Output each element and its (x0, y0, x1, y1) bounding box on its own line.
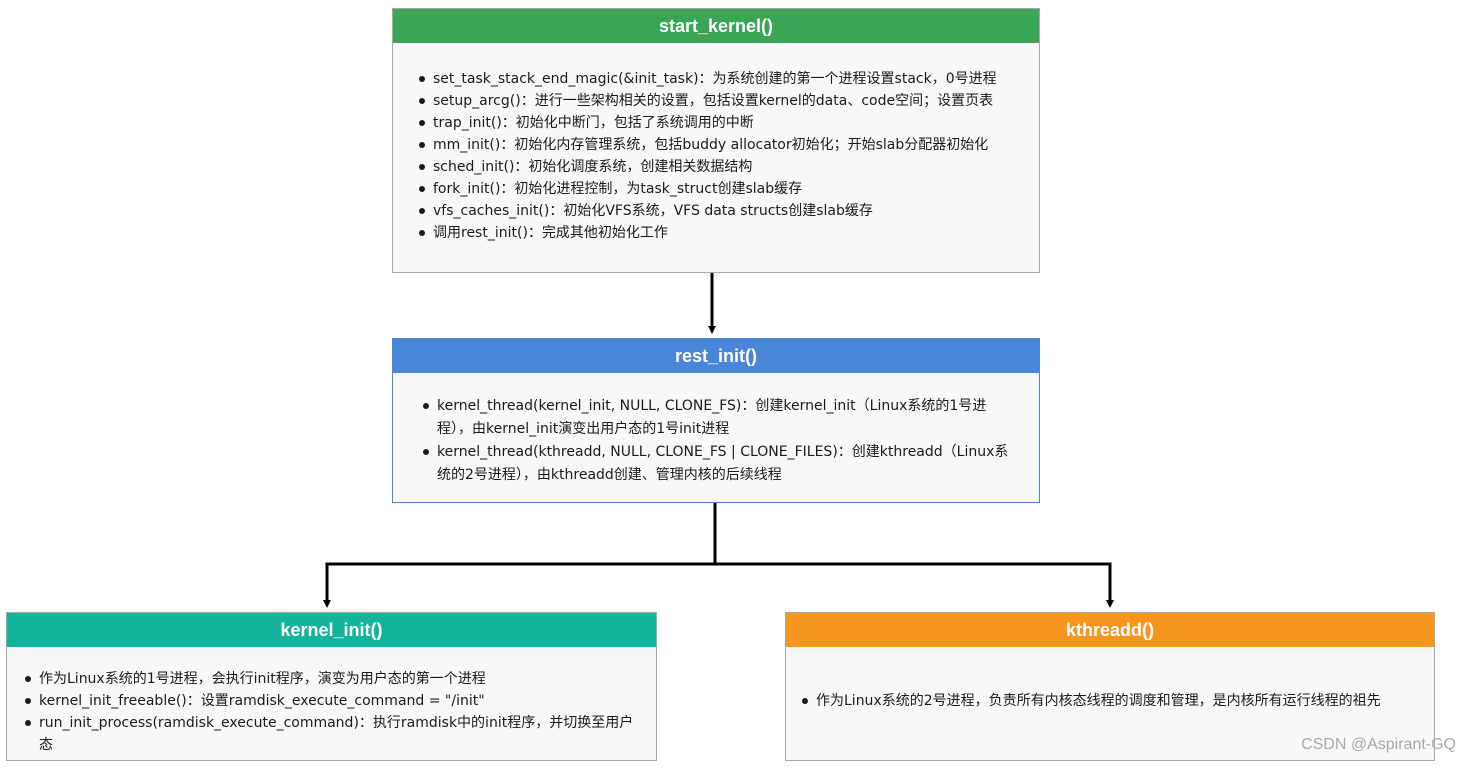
bullet-icon (419, 186, 425, 192)
list-item: 作为Linux系统的2号进程，负责所有内核态线程的调度和管理，是内核所有运行线程… (802, 690, 1420, 712)
kernel-init-list: 作为Linux系统的1号进程，会执行init程序，演变为用户态的第一个进程 ke… (25, 668, 642, 756)
kthreadd-list: 作为Linux系统的2号进程，负责所有内核态线程的调度和管理，是内核所有运行线程… (802, 690, 1420, 712)
list-item: mm_init()：初始化内存管理系统，包括buddy allocator初始化… (419, 134, 1025, 156)
start-kernel-title: start_kernel() (393, 9, 1039, 43)
bullet-icon (419, 120, 425, 126)
bullet-icon (419, 98, 425, 104)
rest-init-box: rest_init() kernel_thread(kernel_init, N… (392, 338, 1040, 503)
bullet-icon (419, 164, 425, 170)
list-item: setup_arcg()：进行一些架构相关的设置，包括设置kernel的data… (419, 90, 1025, 112)
bullet-icon (25, 676, 31, 682)
watermark: CSDN @Aspirant-GQ (1301, 736, 1456, 753)
kthreadd-box: kthreadd() 作为Linux系统的2号进程，负责所有内核态线程的调度和管… (785, 612, 1435, 761)
arrow-rest-to-kernel-init (323, 503, 717, 608)
list-item: kernel_init_freeable()：设置ramdisk_execute… (25, 690, 642, 712)
kthreadd-body: 作为Linux系统的2号进程，负责所有内核态线程的调度和管理，是内核所有运行线程… (786, 647, 1434, 712)
kthreadd-title: kthreadd() (786, 613, 1434, 647)
bullet-icon (419, 76, 425, 82)
bullet-icon (25, 720, 31, 726)
list-item: sched_init()：初始化调度系统，创建相关数据结构 (419, 156, 1025, 178)
list-item: trap_init()：初始化中断门，包括了系统调用的中断 (419, 112, 1025, 134)
bullet-icon (419, 230, 425, 236)
kernel-init-box: kernel_init() 作为Linux系统的1号进程，会执行init程序，演… (6, 612, 657, 761)
bullet-icon (25, 698, 31, 704)
rest-init-title: rest_init() (393, 339, 1039, 373)
list-item: 调用rest_init()：完成其他初始化工作 (419, 222, 1025, 244)
list-item: kernel_thread(kernel_init, NULL, CLONE_F… (423, 395, 1021, 441)
rest-init-list: kernel_thread(kernel_init, NULL, CLONE_F… (423, 395, 1021, 487)
arrow-rest-to-kthreadd (715, 562, 1114, 608)
rest-init-body: kernel_thread(kernel_init, NULL, CLONE_F… (393, 373, 1039, 487)
start-kernel-list: set_task_stack_end_magic(&init_task)：为系统… (419, 68, 1025, 244)
kernel-init-title: kernel_init() (7, 613, 656, 647)
list-item: 作为Linux系统的1号进程，会执行init程序，演变为用户态的第一个进程 (25, 668, 642, 690)
kernel-init-body: 作为Linux系统的1号进程，会执行init程序，演变为用户态的第一个进程 ke… (7, 647, 656, 756)
list-item: run_init_process(ramdisk_execute_command… (25, 712, 642, 756)
list-item: set_task_stack_end_magic(&init_task)：为系统… (419, 68, 1025, 90)
bullet-icon (419, 142, 425, 148)
list-item: kernel_thread(kthreadd, NULL, CLONE_FS |… (423, 441, 1021, 487)
bullet-icon (423, 449, 429, 455)
list-item: fork_init()：初始化进程控制，为task_struct创建slab缓存 (419, 178, 1025, 200)
start-kernel-box: start_kernel() set_task_stack_end_magic(… (392, 8, 1040, 273)
start-kernel-body: set_task_stack_end_magic(&init_task)：为系统… (393, 43, 1039, 244)
list-item: vfs_caches_init()：初始化VFS系统，VFS data stru… (419, 200, 1025, 222)
bullet-icon (802, 698, 808, 704)
bullet-icon (419, 208, 425, 214)
bullet-icon (423, 403, 429, 409)
